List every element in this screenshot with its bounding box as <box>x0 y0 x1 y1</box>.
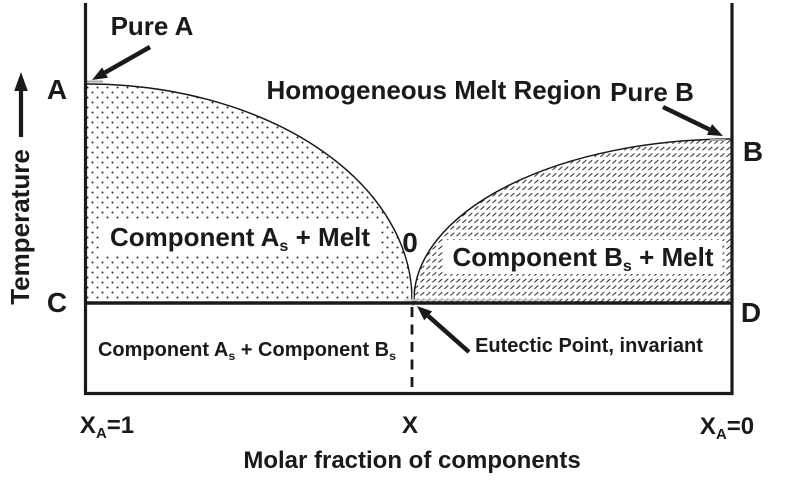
homogeneous-melt-label: Homogeneous Melt Region <box>266 75 602 105</box>
point-label-c: C <box>46 287 68 318</box>
region-a-rest: + Melt <box>288 222 371 252</box>
region-a-plus-melt-label: Component As + Melt <box>100 220 380 256</box>
solid-mixture-subscript-1: s <box>228 348 236 363</box>
region-a-plus-melt-fill <box>87 84 412 302</box>
liquidus-curve-a <box>86 83 413 301</box>
x-axis-label: Molar fraction of components <box>243 447 581 474</box>
y-axis-label: Temperature <box>5 149 35 305</box>
region-b-subscript: s <box>622 257 632 276</box>
x-tick-xa1: XA=1 <box>79 412 135 442</box>
pure-a-arrow <box>92 45 152 80</box>
x-tick-xa0-base: X <box>699 413 716 440</box>
region-b-text: Component B <box>452 242 623 272</box>
liquidus-curve-b <box>413 138 733 301</box>
region-a-subscript: s <box>279 237 289 256</box>
region-b-rest: + Melt <box>631 242 714 272</box>
eutectic-origin-label: 0 <box>402 227 418 258</box>
x-tick-xa1-subscript: A <box>95 425 107 442</box>
pure-b-arrow <box>662 104 723 136</box>
point-label-d: D <box>740 297 762 328</box>
region-b-plus-melt-label: Component Bs + Melt <box>443 240 723 276</box>
x-tick-xa0-rest: =0 <box>726 413 755 440</box>
eutectic-arrow <box>417 306 471 354</box>
x-tick-xa1-base: X <box>79 412 96 439</box>
solid-mixture-subscript-2: s <box>389 348 397 363</box>
x-tick-xa0-subscript: A <box>715 426 727 443</box>
x-tick-xa0: XA=0 <box>699 413 755 443</box>
solid-mixture-label: Component As + Component Bs <box>97 339 397 363</box>
temperature-axis-arrow <box>14 72 28 137</box>
solid-mixture-rest: + Component B <box>235 339 390 361</box>
x-tick-xa1-rest: =1 <box>106 412 135 439</box>
region-a-text: Component A <box>109 222 280 252</box>
pure-b-annotation: Pure B <box>610 77 694 107</box>
solid-mixture-text: Component A <box>97 339 229 361</box>
region-b-plus-melt-fill <box>414 139 732 302</box>
point-label-a: A <box>46 74 68 105</box>
pure-a-annotation: Pure A <box>110 11 194 41</box>
eutectic-point-annotation: Eutectic Point, invariant <box>475 335 703 357</box>
point-label-b: B <box>742 136 764 167</box>
x-tick-eutectic: X <box>401 412 419 439</box>
